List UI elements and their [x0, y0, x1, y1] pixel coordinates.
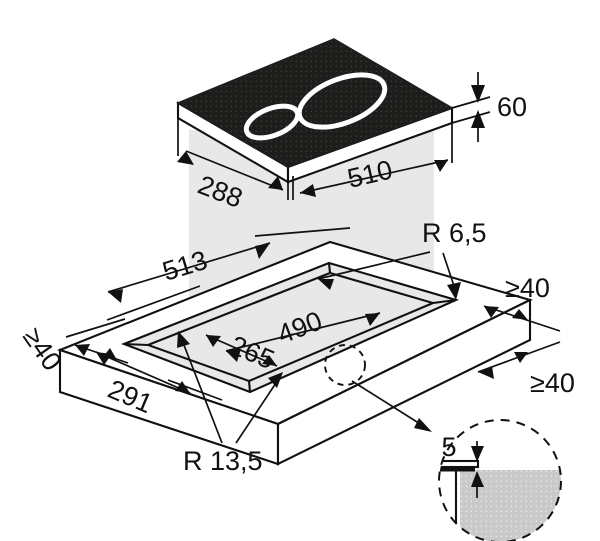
label-radius-outer: R 6,5 — [422, 218, 487, 248]
detail-view: 5 — [438, 419, 562, 541]
dim-detail-gap: 5 — [441, 432, 484, 498]
dim-clearance-right-upper: ≥40 — [483, 273, 561, 332]
arrow-60-top — [471, 85, 485, 103]
label-hob-height: 60 — [497, 92, 527, 122]
dim-hob-height: 60 — [451, 72, 527, 142]
worktop-section — [460, 470, 561, 541]
detail-circle-boundary — [438, 419, 562, 541]
callout-radius-outer: R 6,5 — [317, 218, 487, 300]
worktop — [56, 240, 533, 466]
worktop-right-face — [276, 298, 532, 466]
large-zone — [296, 72, 388, 130]
arrow-60-bottom — [471, 110, 485, 128]
label-clearance-right-upper: ≥40 — [505, 273, 550, 303]
callout-radius-inner: R 13,5 — [177, 331, 283, 476]
label-radius-inner: R 13,5 — [183, 446, 263, 476]
arrow-detail-top — [471, 446, 484, 462]
label-clearance-right-lower: ≥40 — [530, 368, 575, 398]
hob-plate-underside — [439, 467, 475, 472]
arrow-detail-bottom — [471, 471, 484, 487]
label-detail-gap: 5 — [441, 432, 456, 462]
dim-clearance-right-lower: ≥40 — [477, 341, 575, 398]
detail-marker-circle — [324, 344, 432, 432]
